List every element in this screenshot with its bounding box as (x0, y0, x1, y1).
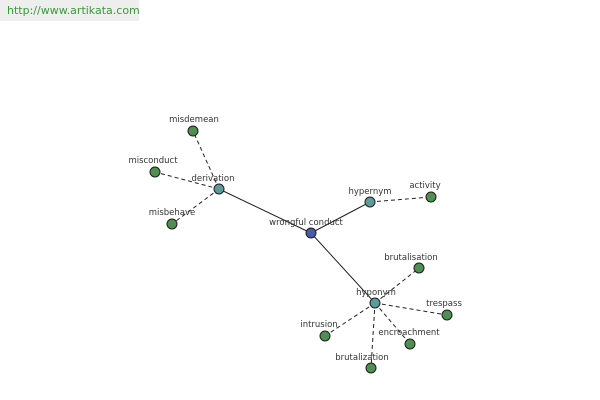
node-misbehave[interactable] (166, 218, 178, 230)
node-brutalization[interactable] (365, 362, 377, 374)
label-misbehave: misbehave (149, 208, 196, 218)
edge-hyponym-trespass (374, 302, 448, 316)
label-hypernym: hypernym (348, 187, 391, 197)
edge-hyponym-brutalization (370, 302, 376, 369)
url-link[interactable]: http://www.artikata.com (7, 4, 140, 17)
node-center[interactable] (305, 227, 317, 239)
node-hypernym[interactable] (364, 196, 376, 208)
edge-center-hypernym (310, 201, 371, 234)
node-derivation[interactable] (213, 183, 225, 195)
node-activity[interactable] (425, 191, 437, 203)
label-intrusion: intrusion (300, 320, 337, 330)
edge-center-derivation (218, 188, 312, 234)
label-encroachment: encroachment (378, 328, 440, 338)
node-encroachment[interactable] (404, 338, 416, 350)
url-banner: http://www.artikata.com (0, 0, 140, 21)
label-brutalisation: brutalisation (384, 253, 437, 263)
label-activity: activity (409, 181, 440, 191)
node-brutalisation[interactable] (413, 262, 425, 274)
edge-hyponym-encroachment (374, 302, 411, 345)
label-brutalization: brutalization (335, 353, 389, 363)
node-misconduct[interactable] (149, 166, 161, 178)
label-hyponym: hyponym (356, 288, 396, 298)
edge-hypernym-activity (369, 196, 432, 203)
node-misdemean[interactable] (187, 125, 199, 137)
node-hyponym[interactable] (369, 297, 381, 309)
edge-center-hyponym (310, 232, 376, 304)
edge-derivation-misdemean (192, 130, 220, 190)
edge-derivation-misbehave (171, 188, 220, 225)
node-trespass[interactable] (441, 309, 453, 321)
label-misconduct: misconduct (128, 156, 178, 166)
node-intrusion[interactable] (319, 330, 331, 342)
label-derivation: derivation (191, 174, 234, 184)
edge-hyponym-brutalisation (374, 267, 420, 304)
label-center: wrongful conduct (269, 218, 343, 228)
label-misdemean: misdemean (169, 115, 219, 125)
edge-hyponym-intrusion (324, 302, 376, 337)
label-trespass: trespass (426, 299, 462, 309)
